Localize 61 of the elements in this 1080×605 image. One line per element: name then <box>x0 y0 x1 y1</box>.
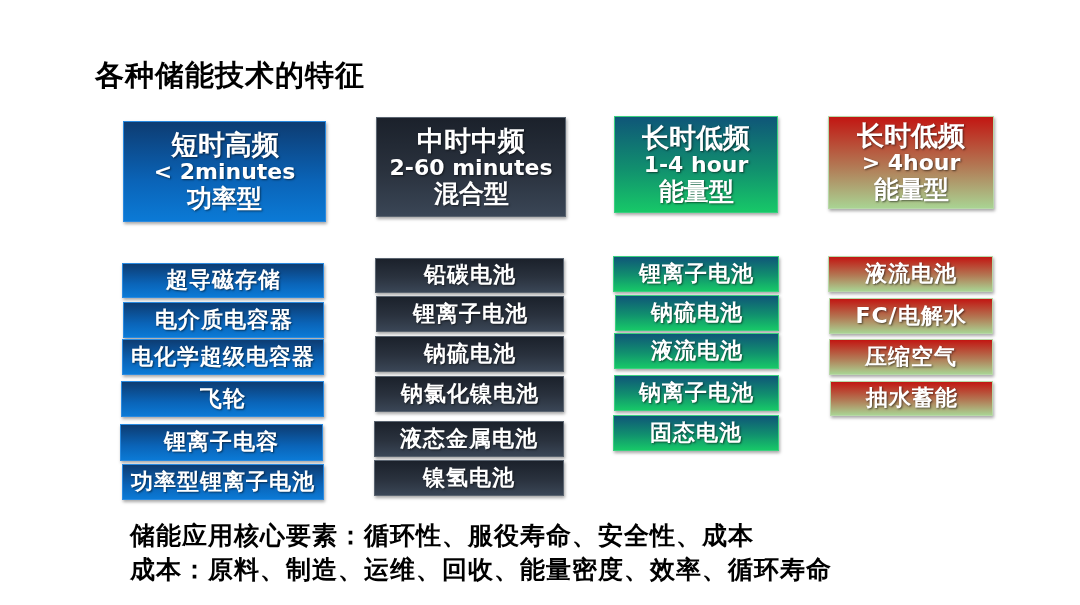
technology-box <box>613 256 779 292</box>
category-title: 长时低频 <box>857 121 965 152</box>
category-header <box>614 116 778 213</box>
technology-name: 铅碳电池 <box>423 263 516 288</box>
technology-box <box>376 296 564 332</box>
technology-box <box>829 298 993 334</box>
category-type: 混合型 <box>433 180 509 209</box>
technology-box <box>615 295 779 331</box>
technology-name: 钠硫电池 <box>651 300 743 326</box>
technology-box <box>374 421 564 457</box>
category-title: 短时高频 <box>170 130 279 161</box>
technology-name: 功率型锂离子电池 <box>131 469 315 495</box>
technology-name: 抽水蓄能 <box>865 386 958 411</box>
technology-box <box>375 376 564 412</box>
note-text: 储能应用核心要素：循环性、服役寿命、安全性、成本 <box>130 520 754 552</box>
technology-box <box>829 339 993 375</box>
technology-name: 锂离子电容 <box>164 430 279 455</box>
technology-box <box>121 381 324 417</box>
technology-name: 锂离子电池 <box>412 301 528 327</box>
slide-title: 各种储能技术的特征 <box>95 57 365 94</box>
category-type: 能量型 <box>658 177 734 206</box>
duration-text: 2-60 minutes <box>389 155 553 181</box>
category-type: 能量型 <box>873 175 949 204</box>
category-header <box>828 116 994 209</box>
category-title: 长时低频 <box>642 123 750 154</box>
note-text: 成本：原料、制造、运维、回收、能量密度、效率、循环寿命 <box>130 554 832 586</box>
technology-name: 液态金属电池 <box>400 426 538 452</box>
category-header <box>123 121 326 222</box>
technology-box <box>122 339 324 375</box>
technology-name: 钠硫电池 <box>423 341 516 367</box>
technology-name: FC/电解水 <box>855 303 967 329</box>
technology-box <box>828 256 993 292</box>
technology-box <box>614 333 779 369</box>
duration-text: > 4hour <box>861 151 961 176</box>
technology-box <box>120 424 323 461</box>
category-header <box>376 117 566 217</box>
technology-box <box>375 258 564 293</box>
category-title: 中时中频 <box>417 125 525 156</box>
technology-name: 液流电池 <box>650 338 743 364</box>
technology-name: 钠氯化镍电池 <box>400 381 539 407</box>
technology-box <box>122 263 324 298</box>
technology-name: 超导磁存储 <box>165 268 281 293</box>
technology-name: 飞轮 <box>199 386 246 412</box>
technology-box <box>613 415 779 451</box>
technology-box <box>123 302 324 338</box>
technology-name: 液流电池 <box>864 261 957 287</box>
technology-box <box>830 381 993 416</box>
technology-name: 锂离子电池 <box>638 261 754 287</box>
technology-name: 电化学超级电容器 <box>131 344 315 370</box>
technology-name: 钠离子电池 <box>639 380 754 406</box>
technology-name: 镍氢电池 <box>423 465 515 491</box>
duration-text: 1-4 hour <box>643 153 749 178</box>
duration-text: < 2minutes <box>153 160 296 185</box>
technology-name: 电介质电容器 <box>154 307 293 333</box>
category-type: 功率型 <box>187 184 262 213</box>
technology-name: 固态电池 <box>650 420 742 446</box>
technology-name: 压缩空气 <box>865 344 957 370</box>
technology-box <box>374 460 564 496</box>
technology-box <box>375 336 564 372</box>
technology-box <box>122 464 324 500</box>
technology-box <box>614 375 779 411</box>
